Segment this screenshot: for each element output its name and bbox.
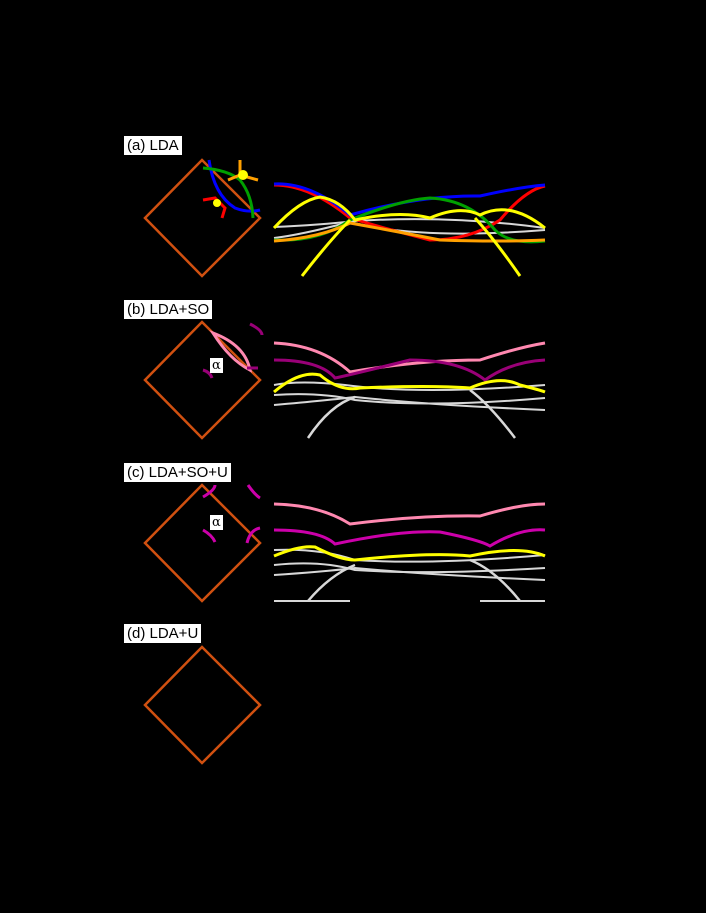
panel-a-label: (a) LDA [124, 136, 182, 155]
panel-d-fermi-surface [143, 645, 262, 765]
panel-c-alpha-annotation: α [210, 515, 223, 530]
panel-c-label: (c) LDA+SO+U [124, 463, 231, 482]
panel-b-bands [273, 341, 546, 439]
panel-a-fermi-surface [143, 158, 262, 278]
panel-b-alpha-annotation: α [210, 358, 223, 373]
panel-a-bands [272, 182, 546, 277]
panel-b-label: (b) LDA+SO [124, 300, 213, 319]
panel-d-label: (d) LDA+U [124, 624, 202, 643]
panel-c-bands [273, 502, 546, 602]
panel-b-fermi-surface [143, 320, 264, 440]
panel-c-fermi-surface [143, 483, 262, 603]
